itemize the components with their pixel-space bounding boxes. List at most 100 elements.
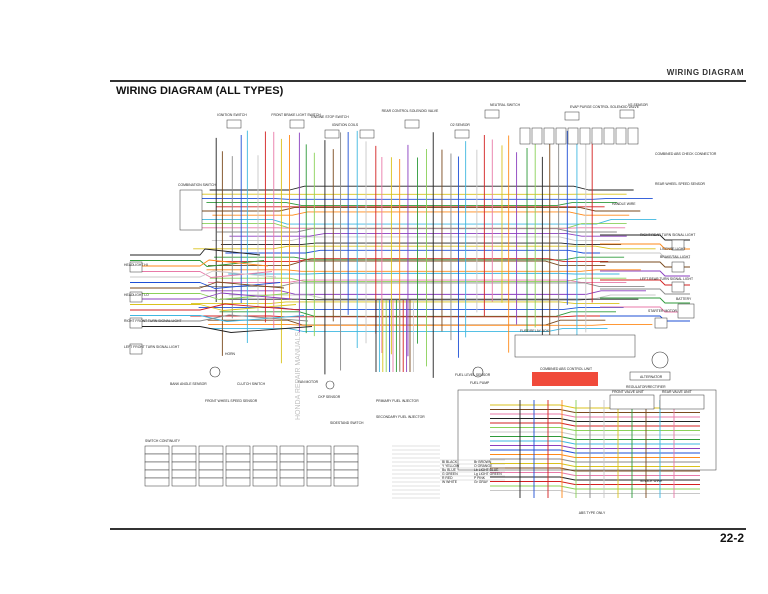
fuel-level-label: FUEL LEVEL SENSOR	[455, 373, 491, 377]
continuity-table-cell	[333, 477, 359, 487]
abs-wire	[490, 490, 700, 494]
abs-wire	[490, 431, 700, 436]
abs-wire	[490, 472, 700, 476]
ignition-switch-label: IGNITION SWITCH	[217, 113, 247, 117]
o2-sensor-label: O2 SENSOR	[450, 123, 470, 127]
trunk-wire	[208, 323, 653, 326]
fuse-relay-box	[514, 334, 636, 358]
color-code-entry: O ORANGE	[474, 464, 493, 468]
continuity-table-cell	[252, 453, 278, 463]
continuity-table-cell	[225, 461, 251, 471]
front-valve-unit-box	[609, 394, 655, 410]
brake-tail-light-label: BRAKE/TAIL LIGHT	[660, 255, 690, 259]
abs-wire	[490, 467, 700, 472]
starter-motor-label: STARTER MOTOR	[648, 309, 678, 313]
abs-control-unit-highlight	[532, 372, 598, 386]
ecm-connector	[543, 127, 555, 145]
continuity-table-cell	[306, 461, 332, 471]
sidestand-switch-label: SIDESTAND SWITCH	[330, 421, 364, 425]
continuity-table-cell	[279, 469, 305, 479]
trunk-wire	[214, 256, 625, 261]
rear-control-connector	[404, 119, 420, 129]
front-wheel-speed-label: FRONT WHEEL SPEED SENSOR	[205, 399, 258, 403]
continuity-table-cell	[306, 453, 332, 463]
wire-bundle	[130, 130, 700, 498]
ignition-coils-label: IGNITION COILS	[332, 123, 359, 127]
trunk-wire	[208, 328, 608, 332]
abs-wire	[490, 413, 700, 418]
right-light-wire	[600, 252, 690, 259]
regulator-label: REGULATOR/RECTIFIER	[626, 385, 666, 389]
page-number: 22-2	[719, 531, 744, 545]
trunk-wire	[206, 269, 641, 272]
top-rule	[110, 80, 746, 82]
ecm-connector	[531, 127, 543, 145]
trunk-wire	[228, 294, 656, 300]
brake-switch-connector	[289, 119, 305, 129]
left-rear-turn-label: LEFT REAR TURN SIGNAL LIGHT	[640, 277, 693, 281]
rear-wheel-speed-label: REAR WHEEL SPEED SENSOR	[655, 182, 706, 186]
regulator-box	[629, 371, 671, 381]
continuity-table-cell	[144, 469, 170, 479]
secondary-injector-label: SECONDARY FUEL INJECTOR	[376, 415, 425, 419]
continuity-table-cell	[171, 453, 197, 463]
trunk-wire	[216, 258, 609, 262]
engine-stop-connector	[324, 129, 340, 139]
left-harness-wire	[130, 248, 261, 256]
alternator-symbol	[651, 351, 669, 369]
trunk-wire	[193, 197, 653, 200]
trunk-wire	[208, 279, 627, 283]
abs-wire	[490, 454, 700, 458]
continuity-table-cell	[333, 453, 359, 463]
left-front-turn-label: LEFT FRONT TURN SIGNAL LIGHT	[124, 345, 179, 349]
vs-sensor-connector	[619, 109, 635, 119]
abs-frame	[457, 389, 717, 471]
continuity-table-cell	[171, 461, 197, 471]
color-code-entry: P PINK	[474, 476, 486, 480]
trunk-wire	[220, 242, 622, 246]
abs-wire	[490, 436, 700, 440]
abs-wire	[490, 422, 700, 427]
trunk-wire	[225, 249, 629, 254]
continuity-table-cell	[225, 477, 251, 487]
ckp-sensor-symbol	[325, 380, 335, 390]
continuity-table-cell	[198, 445, 224, 455]
handle-wire-label: HANDLE WIRE	[612, 202, 636, 206]
abs-wire	[490, 427, 700, 431]
trunk-wire	[199, 207, 641, 212]
right-front-turn-label: RIGHT FRONT TURN SIGNAL LIGHT	[124, 319, 182, 323]
color-code-entry: W WHITE	[442, 480, 458, 484]
fan-motor-label: FAN MOTOR	[298, 380, 319, 384]
trunk-wire	[208, 260, 606, 267]
front-brake-light-switch-label: FRONT BRAKE LIGHT SWITCH	[271, 113, 321, 117]
watermark-text: HONDA REPAIR MANUALS	[295, 332, 302, 420]
ecm-connector	[555, 127, 567, 145]
continuity-table-cell	[225, 469, 251, 479]
license-light-label: LICENSE LIGHT	[660, 247, 685, 251]
front-valve-unit-label: FRONT VALVE UNIT	[612, 390, 644, 394]
trunk-wire	[200, 290, 646, 295]
continuity-table-cell	[198, 469, 224, 479]
switch-continuity-label: SWITCH CONTINUITY	[145, 439, 181, 443]
trunk-wire	[228, 272, 620, 275]
ecm-connector	[627, 127, 639, 145]
ecm-connector	[591, 127, 603, 145]
color-code-entry: Gr GRAY	[474, 480, 489, 484]
primary-injector-label: PRIMARY FUEL INJECTOR	[376, 399, 419, 403]
continuity-table-cell	[198, 461, 224, 471]
clutch-switch-label: CLUTCH SWITCH	[237, 382, 266, 386]
evap-connector	[564, 111, 580, 121]
neutral-switch-connector	[484, 109, 500, 119]
left-front-turn-box	[129, 343, 143, 355]
left-harness-wire	[130, 292, 293, 300]
trunk-wire	[198, 307, 624, 310]
color-code-entry: R RED	[442, 476, 453, 480]
continuity-table-cell	[279, 453, 305, 463]
ign-coil-connector	[359, 129, 375, 139]
fuse-relay-box-label: FUSE/RELAY BOX	[520, 329, 550, 333]
ecm-connector	[603, 127, 615, 145]
right-rear-turn-box	[671, 239, 685, 251]
continuity-table-cell	[171, 445, 197, 455]
continuity-table-cell	[252, 469, 278, 479]
abs-wire	[490, 458, 700, 463]
